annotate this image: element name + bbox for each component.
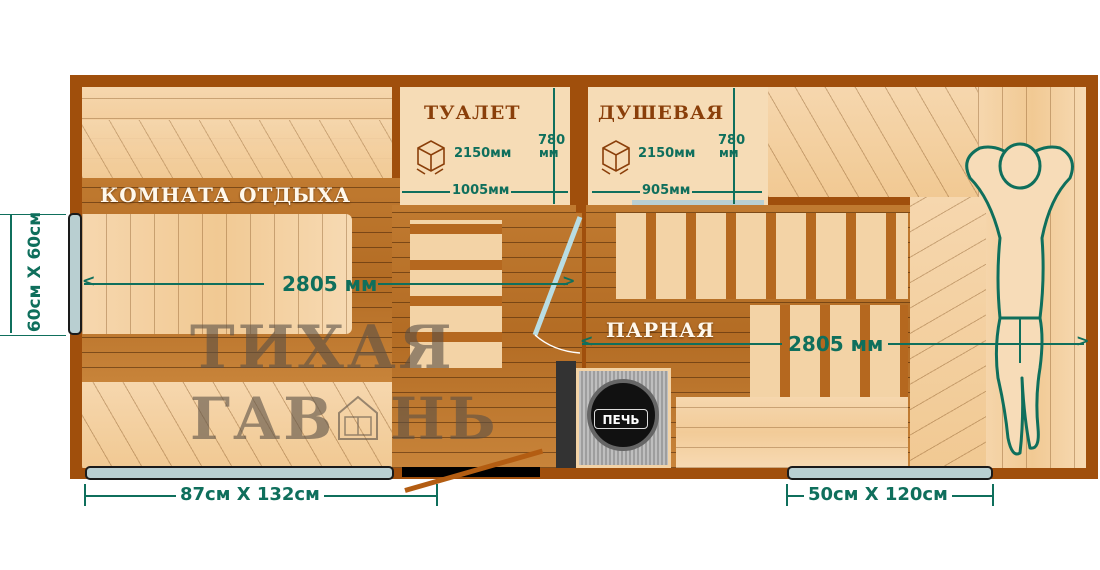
steam-bench-length: 2805 мм — [788, 332, 884, 356]
bottom-left-dim-tick-right — [436, 484, 438, 506]
shower-width: 905мм — [640, 183, 693, 198]
house-logo-icon — [338, 395, 378, 440]
box-icon — [416, 140, 445, 175]
toilet-depth-line — [553, 88, 555, 204]
rest-room-decor-panel — [82, 120, 392, 178]
toilet-height: 2150мм — [454, 146, 512, 161]
partition-wall — [576, 87, 586, 213]
left-window[interactable] — [68, 213, 82, 335]
bottom-left-dim-tick-left — [84, 484, 86, 506]
steam-bench-dim-line-left — [582, 343, 782, 345]
steam-bench-dim-line-right — [888, 343, 1084, 345]
person-icon — [965, 142, 1074, 456]
glass-door[interactable] — [528, 215, 588, 360]
bottom-left-window[interactable] — [85, 466, 394, 480]
left-window-dim-line — [10, 215, 12, 333]
toilet-label: ТУАЛЕТ — [424, 102, 521, 124]
arrow-right-icon: > — [1076, 331, 1090, 350]
rest-room-label: КОМНАТА ОТДЫХА — [100, 183, 352, 207]
arrow-left-icon: < — [82, 271, 96, 290]
lower-sauna-bench — [750, 305, 908, 397]
left-window-size: 60см Х 60см — [25, 211, 45, 333]
rest-room-table — [82, 214, 352, 334]
toilet-depth-unit: мм — [539, 146, 559, 160]
steam-room-label: ПАРНАЯ — [606, 318, 716, 342]
corridor-grate — [410, 220, 502, 368]
bottom-left-window-size: 87см Х 132см — [176, 484, 324, 505]
shower-tray — [632, 200, 764, 206]
arrow-right-icon: > — [562, 271, 576, 290]
shower-depth-unit: мм — [719, 146, 739, 160]
watermark-line2b: НЬ — [390, 385, 499, 453]
toilet-width: 1005мм — [450, 183, 512, 198]
arrow-left-icon: < — [580, 331, 594, 350]
left-window-dim-tick-bottom — [0, 335, 66, 336]
watermark-line2a: ГАВ — [190, 385, 336, 453]
bottom-right-window-size: 50см Х 120см — [804, 484, 952, 505]
rest-bench-dim-line — [84, 283, 264, 285]
watermark-line1: ТИХАЯ — [190, 313, 455, 383]
upper-sauna-bench — [616, 213, 908, 299]
rest-bench-dim-line-right — [378, 283, 568, 285]
bottom-right-window[interactable] — [787, 466, 993, 480]
steam-room-wall-panel — [768, 87, 978, 197]
shower-label: ДУШЕВАЯ — [598, 102, 725, 124]
steam-room-side-panel — [910, 197, 986, 468]
rest-room-bottom-bench — [82, 382, 394, 468]
bottom-right-dim-tick-left — [786, 484, 788, 506]
shower-depth-line — [733, 88, 735, 204]
shower-height: 2150мм — [638, 146, 696, 161]
stove-panel — [556, 361, 576, 468]
bottom-right-dim-tick-right — [992, 484, 994, 506]
left-window-dim-tick-top — [0, 214, 66, 215]
rest-bench-length: 2805 мм — [282, 272, 378, 296]
shower-depth-value: 780 — [718, 133, 746, 148]
toilet-depth-value: 780 — [538, 133, 566, 148]
box-icon — [601, 140, 630, 175]
stove-label: ПЕЧЬ — [594, 409, 648, 429]
steam-room-floor-panel — [676, 397, 908, 468]
